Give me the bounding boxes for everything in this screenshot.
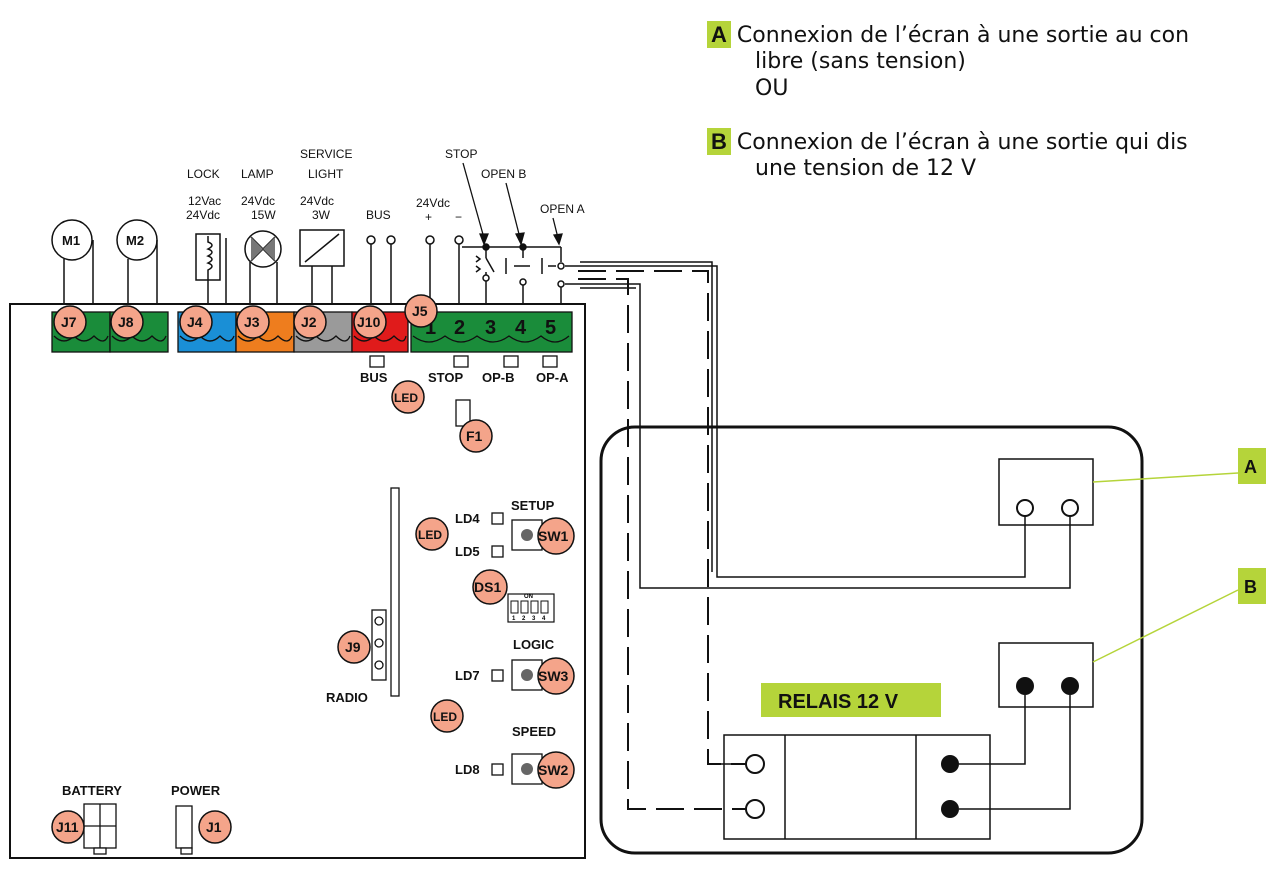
output-b-wiring <box>578 270 746 810</box>
relay-label-box <box>761 683 941 717</box>
terminal-1: 1 <box>425 317 436 339</box>
power-connector <box>175 805 193 849</box>
board-setup: SETUP <box>511 498 555 513</box>
label-lock-v2: 24Vdc <box>186 208 220 222</box>
badge-led-bottom: LED <box>433 710 457 724</box>
dip-2: 2 <box>522 616 526 622</box>
badge-j10: J10 <box>357 314 381 330</box>
note-a-line2: libre (sans tension) <box>755 49 966 74</box>
switch-arrows <box>462 162 563 246</box>
terminal-numbers: 1 2 3 4 5 <box>425 317 556 339</box>
terminal-3: 3 <box>485 317 496 339</box>
board-battery: BATTERY <box>62 783 122 798</box>
badge-j4: J4 <box>187 314 203 330</box>
control-switches <box>462 243 565 312</box>
label-plus: + <box>425 210 432 224</box>
badge-j5: J5 <box>412 303 428 319</box>
relay-wiring <box>959 695 1071 810</box>
block-j5 <box>410 311 573 353</box>
label-service2: LIGHT <box>308 167 344 181</box>
board-power: POWER <box>171 783 221 798</box>
badge-led-mid: LED <box>418 528 442 542</box>
note-b-line1: Connexion de l’écran à une sortie qui di… <box>736 130 1188 155</box>
callout-b-box <box>1238 568 1266 604</box>
label-service-v2: 3W <box>312 208 331 222</box>
badge-j2: J2 <box>301 314 317 330</box>
callout-a-box <box>1238 448 1266 484</box>
motor-m1-label: M1 <box>62 233 80 248</box>
board-ld4: LD4 <box>455 511 480 526</box>
badge-j3: J3 <box>244 314 260 330</box>
relay-label: RELAIS 12 V <box>778 691 899 713</box>
label-bus-top: BUS <box>366 208 391 222</box>
badge-sw1: SW1 <box>538 528 569 544</box>
motor-m2-label: M2 <box>126 233 144 248</box>
board-stop: STOP <box>428 370 463 385</box>
board-speed: SPEED <box>512 724 556 739</box>
label-service-v1: 24Vdc <box>300 194 334 208</box>
output-b-block <box>998 642 1094 708</box>
dip-3: 3 <box>532 616 536 622</box>
dip-1: 1 <box>512 616 516 622</box>
badge-led-top: LED <box>394 391 418 405</box>
dip-4: 4 <box>542 616 546 622</box>
label-open-a: OPEN A <box>540 202 585 216</box>
badge-j9: J9 <box>345 639 361 655</box>
terminal-5: 5 <box>545 317 556 339</box>
relay-12v <box>723 734 991 840</box>
tag-a: A <box>707 21 731 48</box>
terminal-2: 2 <box>454 317 465 339</box>
radio-strip <box>390 487 400 697</box>
output-a-wiring <box>565 261 1071 589</box>
label-open-b: OPEN B <box>481 167 526 181</box>
connector-badges: J7 J8 J4 J3 J2 J10 J5 LED <box>53 294 438 414</box>
label-lamp-v2: 15W <box>251 208 276 222</box>
callout-b: B <box>1244 577 1257 597</box>
output-a-block <box>998 458 1094 526</box>
label-lock-v1: 12Vac <box>188 194 221 208</box>
badge-sw3: SW3 <box>538 668 569 684</box>
board-opb: OP-B <box>482 370 515 385</box>
board-radio: RADIO <box>326 690 368 705</box>
callout-a: A <box>1244 457 1257 477</box>
motor-m1 <box>51 219 93 261</box>
label-service1: SERVICE <box>300 147 352 161</box>
note-a-line1: Connexion de l’écran à une sortie au con <box>736 23 1190 48</box>
badge-f1: F1 <box>466 428 483 444</box>
badge-j1: J1 <box>206 819 222 835</box>
badge-j8: J8 <box>118 314 134 330</box>
label-stop-top: STOP <box>445 147 477 161</box>
badge-sw2: SW2 <box>538 762 569 778</box>
board-opa: OP-A <box>536 370 569 385</box>
badge-j7: J7 <box>61 314 77 330</box>
input-leds <box>369 355 558 368</box>
label-lock: LOCK <box>187 167 220 181</box>
label-lamp-v1: 24Vdc <box>241 194 275 208</box>
note-or: OU <box>755 76 789 101</box>
label-minus: − <box>455 210 462 224</box>
board-ld7: LD7 <box>455 668 480 683</box>
dip-on: ON <box>524 594 533 600</box>
note-b-line2: une tension de 12 V <box>755 156 977 181</box>
board-bus: BUS <box>360 370 388 385</box>
board-logic: LOGIC <box>513 637 555 652</box>
badge-ds1: DS1 <box>474 579 501 595</box>
label-supply: 24Vdc <box>416 196 450 210</box>
label-lamp: LAMP <box>241 167 274 181</box>
terminal-4: 4 <box>515 317 527 339</box>
board-ld5: LD5 <box>455 544 480 559</box>
board-ld8: LD8 <box>455 762 480 777</box>
badge-j11: J11 <box>56 819 79 835</box>
tag-b: B <box>707 128 731 155</box>
